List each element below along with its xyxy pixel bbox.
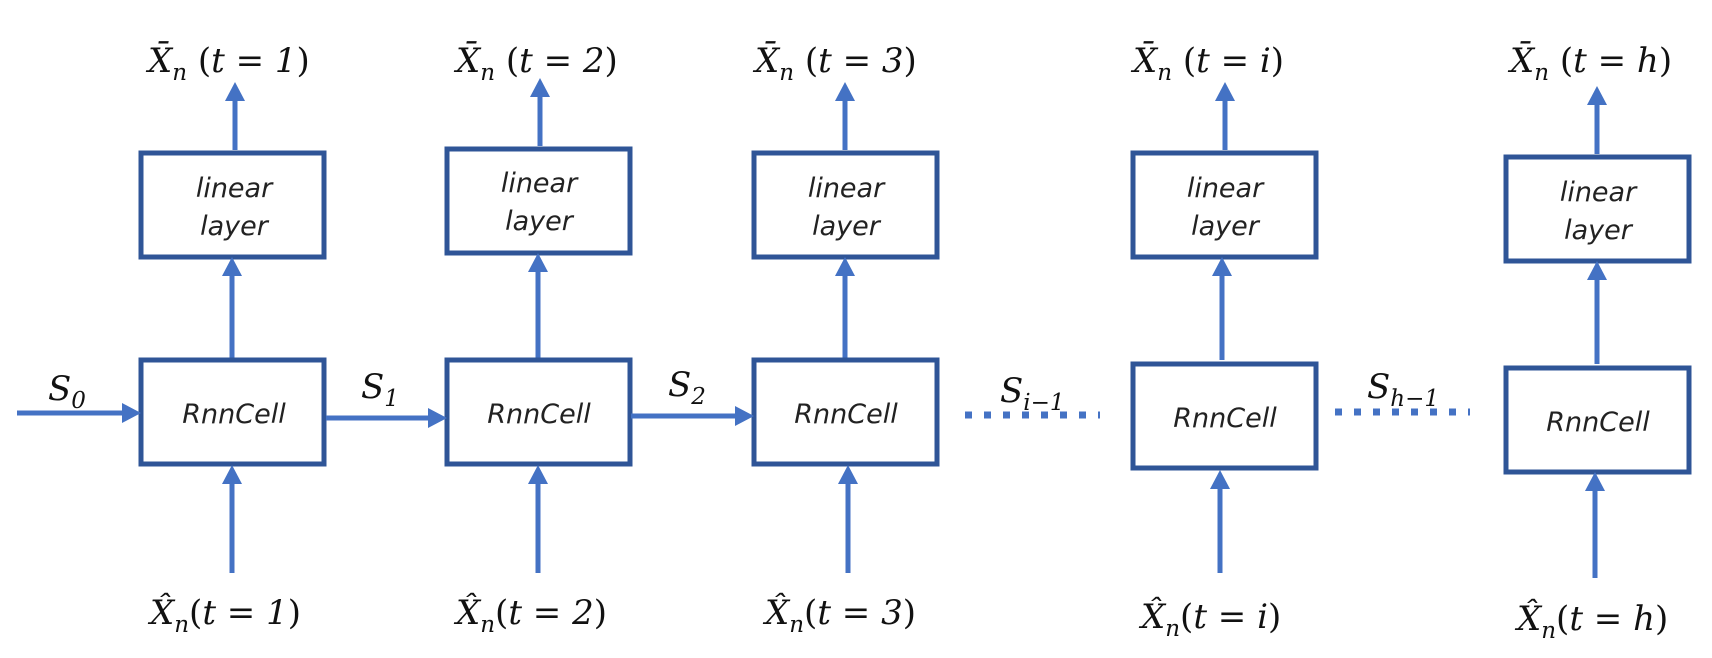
rnn-cell-label-2: RnnCell [487,399,591,430]
rnn-cell-box-h [1503,365,1692,475]
linear-layer-box-i [1130,150,1319,260]
rnn-cell-label-3: RnnCell [794,399,898,430]
linear-layer-box-h [1503,154,1692,264]
input-label-2: X̂n(t = 2) [453,592,607,638]
state-s2: S2 [631,365,754,426]
rnn-cell-label-i: RnnCell [1173,403,1277,434]
timestep-1: X̄n (t = 1) linear layer RnnCell X̂n(t =… [138,40,327,638]
linear-layer-label-3: linear [808,173,886,204]
timestep-2: X̄n (t = 2) linear layer RnnCell X̂n(t =… [444,40,633,638]
output-label-1: X̄n (t = 1) [145,40,310,86]
state-si-1: Si−1 [965,371,1100,419]
rnn-cell-label-1: RnnCell [182,399,286,430]
linear-layer-label-h: linear [1560,177,1638,208]
timestep-3: X̄n (t = 3) linear layer RnnCell X̂n(t =… [751,40,940,638]
linear-layer-label-3b: layer [812,211,882,242]
linear-layer-box-1 [138,150,327,260]
linear-layer-label-2b: layer [505,206,575,237]
state-s0: S0 [17,369,141,423]
state-s1: S1 [326,367,447,428]
state-label-i-1: Si−1 [1000,371,1065,416]
output-label-i: X̄n (t = i) [1130,40,1284,86]
linear-layer-label-1b: layer [200,211,270,242]
rnn-cell-box-2 [444,357,633,467]
output-label-3: X̄n (t = 3) [752,40,917,86]
output-label-h: X̄n (t = h) [1507,40,1672,86]
linear-layer-label-ib: layer [1191,211,1261,242]
output-label-2: X̄n (t = 2) [453,40,618,86]
state-label-1: S1 [361,367,399,412]
input-label-i: X̂n(t = i) [1138,596,1281,642]
rnn-cell-label-h: RnnCell [1546,407,1650,438]
linear-layer-label-hb: layer [1564,215,1634,246]
rnn-cell-box-i [1130,361,1319,471]
state-label-h-1: Sh−1 [1367,367,1439,412]
rnn-cell-box-1 [138,357,327,467]
input-label-h: X̂n(t = h) [1514,598,1668,644]
rnn-cell-box-3 [751,357,940,467]
timestep-h: X̄n (t = h) linear layer RnnCell X̂n(t =… [1503,40,1692,644]
linear-layer-label-1: linear [196,173,274,204]
linear-layer-box-3 [751,150,940,260]
state-label-2: S2 [668,365,706,410]
linear-layer-label-i: linear [1187,173,1265,204]
input-label-3: X̂n(t = 3) [762,592,916,638]
input-label-1: X̂n(t = 1) [147,592,301,638]
linear-layer-box-2 [444,146,633,256]
state-label-0: S0 [48,369,86,414]
linear-layer-label-2: linear [501,168,579,199]
timestep-i: X̄n (t = i) linear layer RnnCell X̂n(t =… [1130,40,1319,642]
state-sh-1: Sh−1 [1335,367,1470,416]
